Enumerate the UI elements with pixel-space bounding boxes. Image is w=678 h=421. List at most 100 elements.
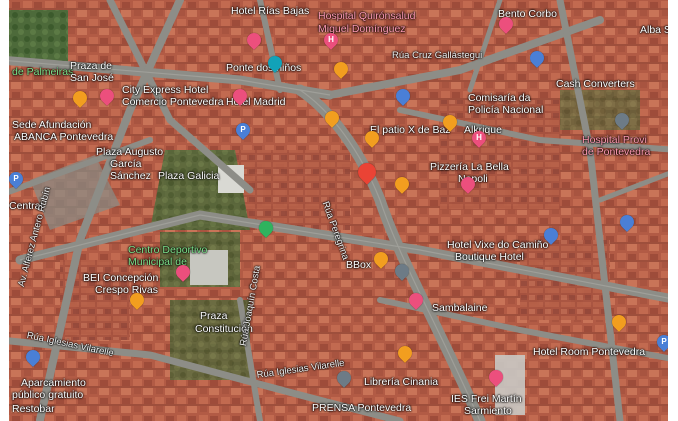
- map-label[interactable]: Comercio Pontevedra: [122, 96, 224, 108]
- map-label[interactable]: Hotel Room Pontevedra: [533, 346, 646, 358]
- sede-afundacion-pin[interactable]: [612, 110, 632, 130]
- sambalaine-pin[interactable]: [127, 290, 147, 310]
- marker-glyph-icon: [358, 163, 376, 181]
- map-label[interactable]: Plaza Galicia: [158, 170, 220, 182]
- map-label[interactable]: de Pontevedra: [582, 146, 651, 158]
- hospital-provincial-pin[interactable]: H: [469, 128, 489, 148]
- marker-glyph-icon: [530, 51, 544, 65]
- map-label[interactable]: ABANCA Pontevedra: [14, 131, 114, 143]
- map-label[interactable]: Policía Nacional: [468, 104, 544, 116]
- hotel-rias-bajas-pin[interactable]: [244, 30, 264, 50]
- map-label[interactable]: Bento Corbo: [498, 8, 557, 20]
- map-label[interactable]: Restobar: [12, 403, 55, 415]
- marker-glyph-icon: [268, 56, 282, 70]
- map-label[interactable]: BBox: [346, 259, 372, 271]
- map-label[interactable]: Centro Deportivo: [128, 244, 208, 256]
- marker-glyph-icon: [409, 293, 423, 307]
- parking-pin-left[interactable]: P: [233, 120, 253, 140]
- map-label[interactable]: público gratuito: [12, 389, 84, 401]
- marker-glyph-icon: P: [13, 174, 19, 183]
- marker-glyph-icon: [100, 89, 114, 103]
- map-label[interactable]: Central: [9, 200, 43, 212]
- plaza-galicia-pin[interactable]: [458, 174, 478, 194]
- el-patio-pin[interactable]: [362, 128, 382, 148]
- marker-glyph-icon: [365, 131, 379, 145]
- marker-glyph-icon: [26, 350, 40, 364]
- alkrique-pin[interactable]: [440, 112, 460, 132]
- map-label[interactable]: de Palmeiras: [12, 66, 74, 78]
- edge-orange-pin[interactable]: [609, 312, 629, 332]
- marker-glyph-icon: H: [328, 35, 334, 44]
- marker-glyph-icon: [398, 346, 412, 360]
- marker-glyph-icon: [73, 91, 87, 105]
- map-label[interactable]: PRENSA Pontevedra: [312, 402, 412, 414]
- hotel-madrid-pin[interactable]: [230, 86, 250, 106]
- bento-corbo-pin[interactable]: [496, 14, 516, 34]
- bbox-pin[interactable]: [541, 225, 561, 245]
- map-label[interactable]: Ponte dos niños: [226, 62, 302, 74]
- hotel-vixe-pin[interactable]: [617, 212, 637, 232]
- left-edge: [0, 0, 9, 421]
- map-label[interactable]: El patio X de Baz: [370, 124, 451, 136]
- restaurant-pin-4[interactable]: [371, 249, 391, 269]
- map-label[interactable]: Rúa Cruz Gallástegui: [392, 50, 483, 61]
- bottom-shop-pin[interactable]: [486, 367, 506, 387]
- map-label[interactable]: BEI Concepción: [83, 272, 159, 284]
- map-label[interactable]: Librería Cinania: [364, 376, 439, 388]
- marker-glyph-icon: [499, 17, 513, 31]
- map-label[interactable]: Boutique Hotel: [455, 251, 524, 263]
- map-label[interactable]: San José: [70, 72, 114, 84]
- map-label[interactable]: Pizzería La Bella: [430, 161, 509, 173]
- bei-concepcion-pin[interactable]: [392, 261, 412, 281]
- marker-glyph-icon: [612, 315, 626, 329]
- marker-glyph-icon: [443, 115, 457, 129]
- map-label[interactable]: Sarmiento: [464, 405, 512, 417]
- map-label[interactable]: Cash Converters: [556, 78, 635, 90]
- hospital-quironsalud-pin[interactable]: H: [321, 30, 341, 50]
- map-label[interactable]: IES Frei Martín: [451, 393, 522, 405]
- comisaria-pin[interactable]: [393, 86, 413, 106]
- parking-pin-right[interactable]: P: [6, 169, 26, 189]
- map-label[interactable]: Praza de: [70, 60, 113, 72]
- map-label[interactable]: Miguel Domínguez: [318, 23, 406, 35]
- map-label[interactable]: Hotel Vixe do Camiño: [447, 239, 549, 251]
- ies-frei-martin-pin[interactable]: [334, 368, 354, 388]
- selected-location-pin[interactable]: [354, 159, 380, 185]
- map-label[interactable]: Alba S: [640, 24, 671, 36]
- map-label[interactable]: Sede Afundación: [12, 119, 92, 131]
- restaurant-pin-1[interactable]: [331, 59, 351, 79]
- hotel-room-pin[interactable]: [406, 290, 426, 310]
- map-label[interactable]: Hospital Provi: [582, 134, 647, 146]
- marker-glyph-icon: [395, 264, 409, 278]
- marker-glyph-icon: [334, 62, 348, 76]
- map-label[interactable]: Sánchez: [110, 170, 151, 182]
- map-label[interactable]: Praza: [200, 310, 228, 322]
- map-label[interactable]: Aparcamiento: [21, 377, 86, 389]
- marker-glyph-icon: [620, 215, 634, 229]
- marker-glyph-icon: [337, 371, 351, 385]
- city-express-hotel-pin[interactable]: [97, 86, 117, 106]
- map-label[interactable]: Comisaría da: [468, 92, 531, 104]
- map-label[interactable]: City Express Hotel: [122, 84, 209, 96]
- map-label[interactable]: Municipal de: [128, 256, 187, 268]
- marker-glyph-icon: [544, 228, 558, 242]
- cash-converters-pin[interactable]: [527, 48, 547, 68]
- map-label[interactable]: Hotel Rías Bajas: [231, 5, 310, 17]
- marker-glyph-icon: [233, 89, 247, 103]
- centro-deportivo-pin[interactable]: [256, 218, 276, 238]
- restaurant-pin-3[interactable]: [392, 174, 412, 194]
- map-label[interactable]: Constitución: [195, 323, 253, 335]
- shop-pin[interactable]: [173, 262, 193, 282]
- restaurant-pin-2[interactable]: [322, 108, 342, 128]
- prensa-pin[interactable]: [395, 343, 415, 363]
- map-label[interactable]: García: [110, 158, 142, 170]
- marker-glyph-icon: H: [476, 133, 482, 142]
- map-label[interactable]: Plaza Augusto: [96, 146, 164, 158]
- map-label[interactable]: Hospital Quirónsalud: [318, 10, 416, 22]
- ponte-dos-ninos-pin[interactable]: [265, 53, 285, 73]
- libreria-pin[interactable]: [23, 347, 43, 367]
- map-label[interactable]: Crespo Rivas: [95, 284, 159, 296]
- pizzeria-pin[interactable]: [70, 88, 90, 108]
- map-label[interactable]: Sambalaine: [432, 302, 488, 314]
